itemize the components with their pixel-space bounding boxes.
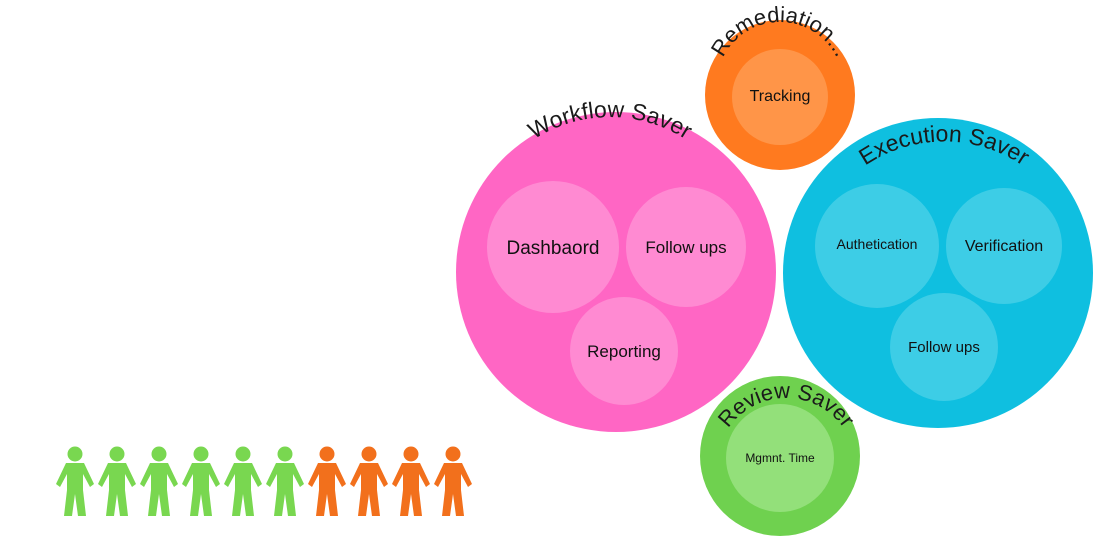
authetication-bubble: [815, 184, 939, 308]
workflow-saver-bubble: Workflow Saver Dashbaord Follow ups Repo…: [456, 96, 776, 432]
remediation-bubble: Remediation... Tracking: [705, 2, 855, 170]
person-icon: [182, 446, 220, 516]
verification-label: Verification: [965, 238, 1043, 255]
tracking-bubble: [732, 49, 828, 145]
person-icon: [98, 446, 136, 516]
execution-saver-bubble: Execution Saver Authetication Verificati…: [783, 118, 1093, 428]
dashboard-bubble: [487, 181, 619, 313]
person-icon: [434, 446, 472, 516]
mgmnt-time-bubble: [726, 404, 834, 512]
person-icon: [392, 446, 430, 516]
person-icon: [140, 446, 178, 516]
workflow-follow-ups-bubble: [626, 187, 746, 307]
dashboard-label: Dashbaord: [507, 238, 600, 259]
person-icon: [308, 446, 346, 516]
authetication-label: Authetication: [837, 236, 918, 252]
execution-follow-ups-label: Follow ups: [908, 339, 980, 356]
person-icon: [224, 446, 262, 516]
review-saver-bubble: Review Saver Mgmnt. Time: [700, 376, 860, 536]
people-row: [56, 446, 472, 516]
tracking-label: Tracking: [750, 88, 811, 105]
reporting-bubble: [570, 297, 678, 405]
verification-bubble: [946, 188, 1062, 304]
person-icon: [266, 446, 304, 516]
workflow-follow-ups-label: Follow ups: [645, 238, 726, 257]
mgmnt-time-label: Mgmnt. Time: [745, 451, 815, 465]
person-icon: [56, 446, 94, 516]
reporting-label: Reporting: [587, 342, 661, 361]
person-icon: [350, 446, 388, 516]
execution-follow-ups-bubble: [890, 293, 998, 401]
